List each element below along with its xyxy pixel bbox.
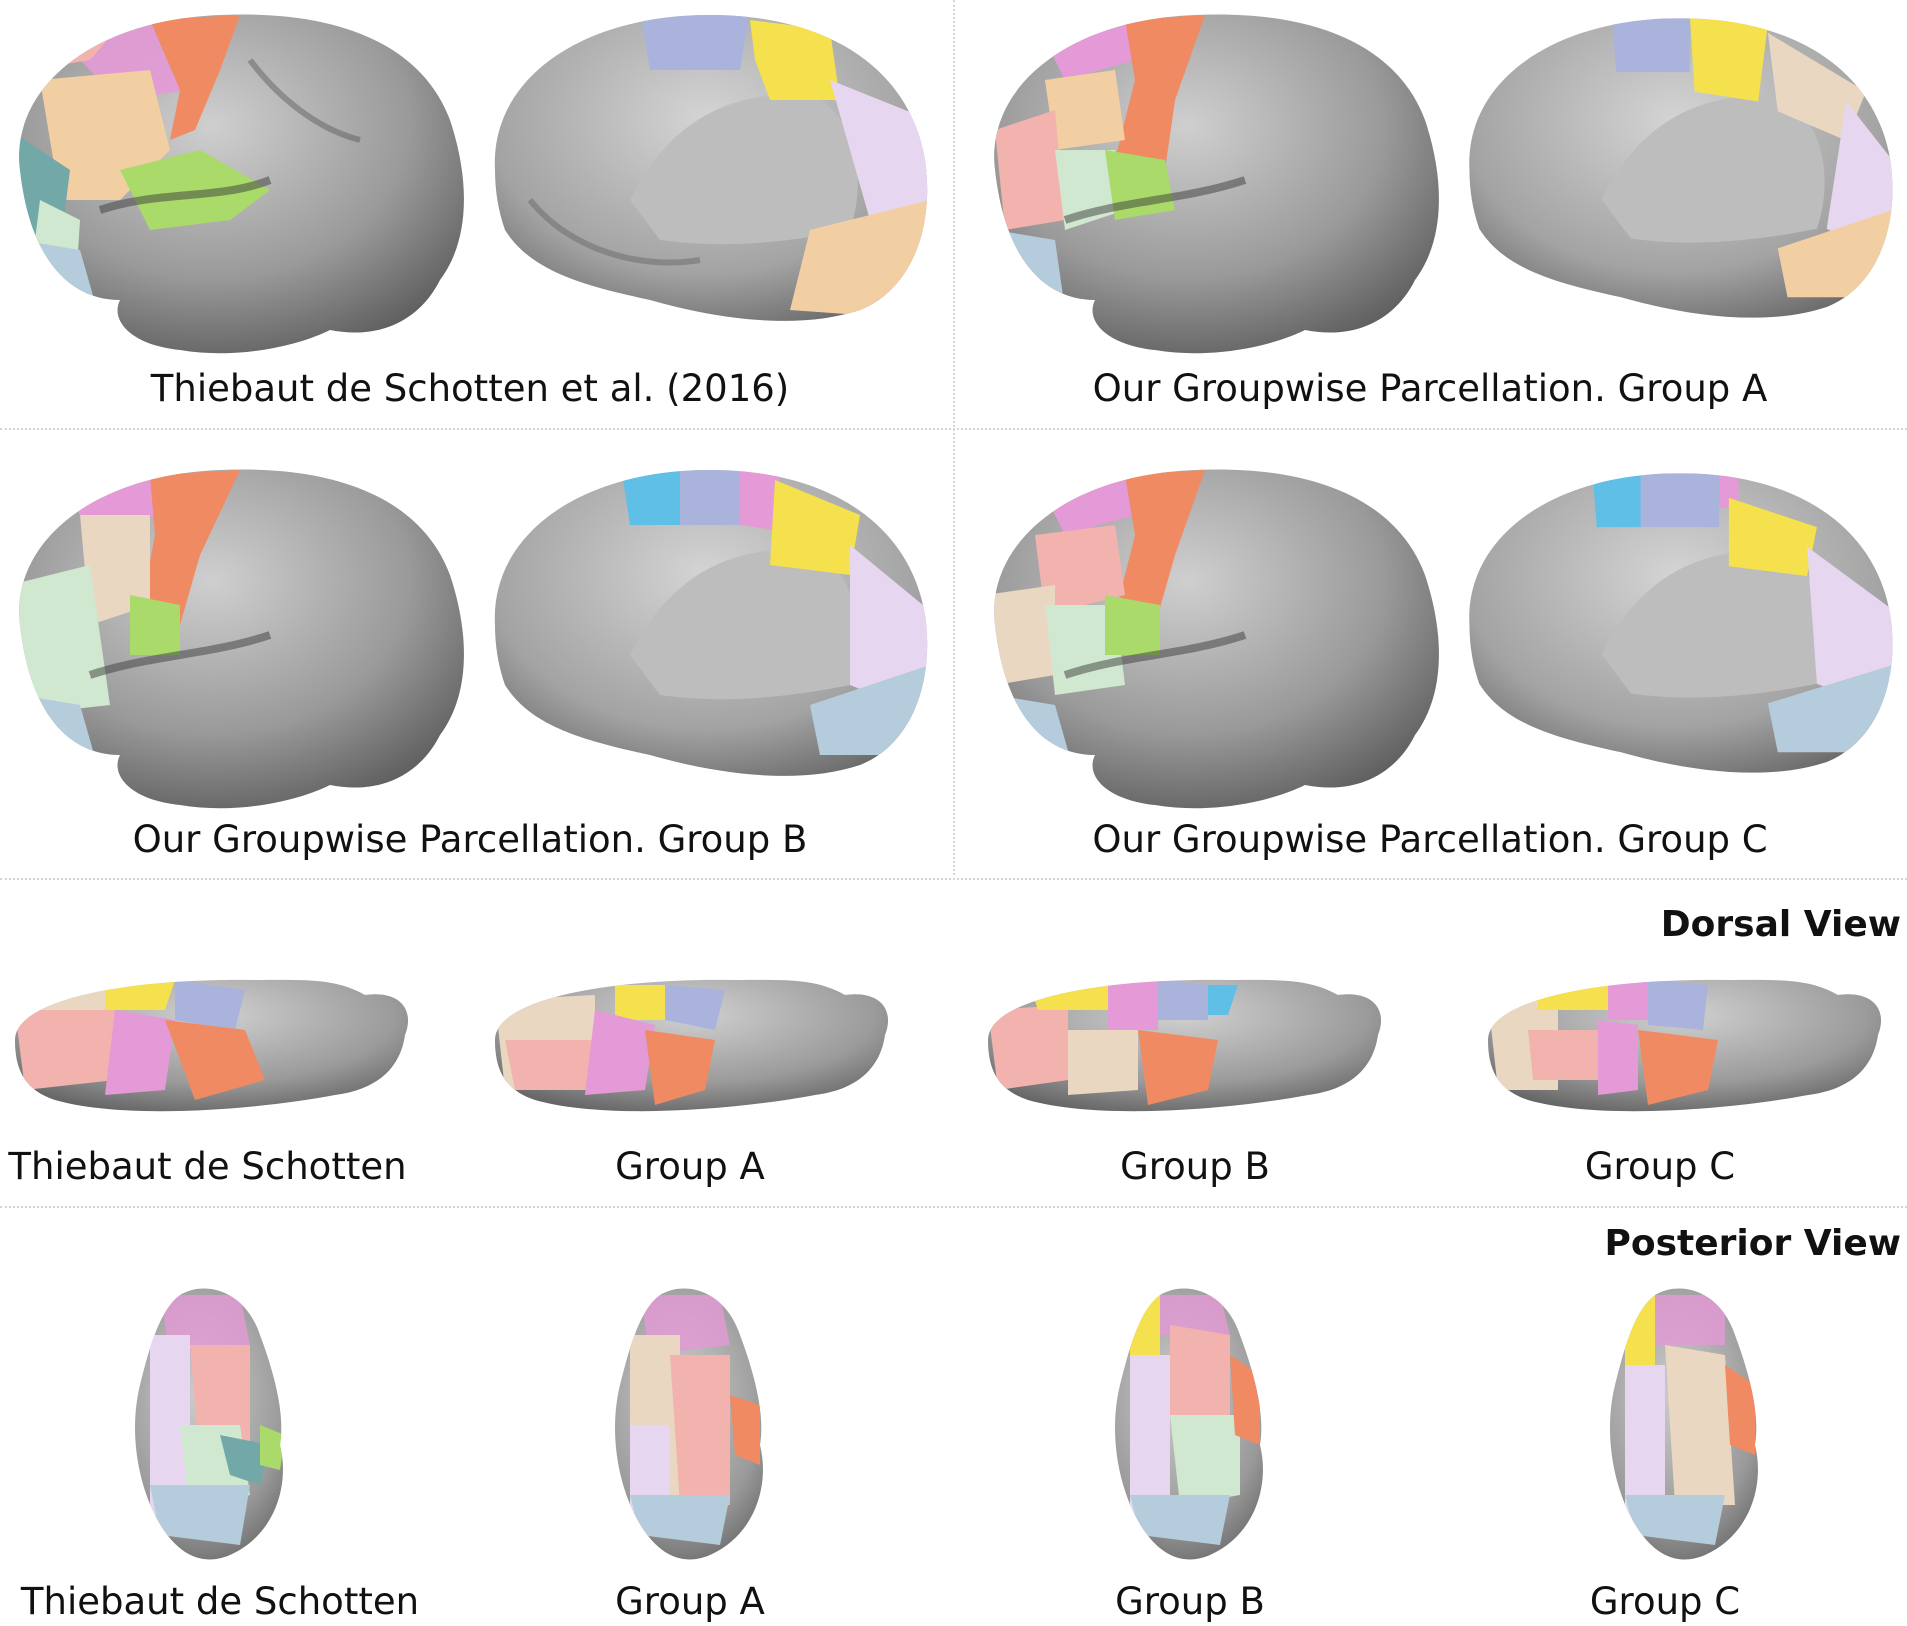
posterior-caption-group-a: Group A — [615, 1580, 765, 1623]
dorsal-brain-group-a — [495, 979, 889, 1112]
lateral-brain-group-a — [994, 14, 1439, 354]
medial-brain-group-c — [1469, 473, 1893, 773]
medial-brain-group-b — [494, 470, 928, 776]
posterior-brain-thiebaut — [135, 1288, 283, 1560]
lateral-brain-thiebaut — [19, 14, 464, 354]
posterior-caption-group-b: Group B — [1115, 1580, 1265, 1623]
dorsal-caption-thiebaut: Thiebaut de Schotten — [8, 1145, 407, 1188]
posterior-view-title: Posterior View — [1604, 1223, 1901, 1264]
dorsal-caption-group-c: Group C — [1584, 1145, 1736, 1188]
caption-group-b: Our Groupwise Parcellation. Group B — [132, 818, 808, 861]
posterior-brain-group-b — [1115, 1288, 1263, 1560]
posterior-caption-thiebaut: Thiebaut de Schotten — [20, 1580, 420, 1623]
posterior-brain-group-a — [615, 1288, 763, 1560]
dorsal-caption-group-a: Group A — [615, 1145, 765, 1188]
panel-divider-vertical — [953, 0, 955, 875]
caption-group-a: Our Groupwise Parcellation. Group A — [1092, 367, 1768, 410]
posterior-brain-group-c — [1610, 1288, 1758, 1560]
dorsal-brain-group-c — [1488, 979, 1882, 1112]
dorsal-brain-group-b — [988, 979, 1382, 1112]
dorsal-caption-group-b: Group B — [1120, 1145, 1270, 1188]
posterior-caption-group-c: Group C — [1589, 1580, 1741, 1623]
caption-group-c: Our Groupwise Parcellation. Group C — [1092, 818, 1768, 861]
lateral-brain-group-b — [19, 469, 464, 809]
caption-thiebaut-2016: Thiebaut de Schotten et al. (2016) — [150, 367, 790, 410]
lateral-brain-group-c — [994, 469, 1439, 809]
dorsal-view-title: Dorsal View — [1660, 904, 1901, 945]
panel-divider-bottom — [0, 1206, 1907, 1208]
panel-divider-top — [0, 428, 1907, 430]
medial-brain-group-a — [1469, 18, 1893, 318]
medial-brain-thiebaut — [494, 15, 928, 321]
panel-divider-middle — [0, 878, 1907, 880]
dorsal-brain-thiebaut — [15, 979, 409, 1112]
